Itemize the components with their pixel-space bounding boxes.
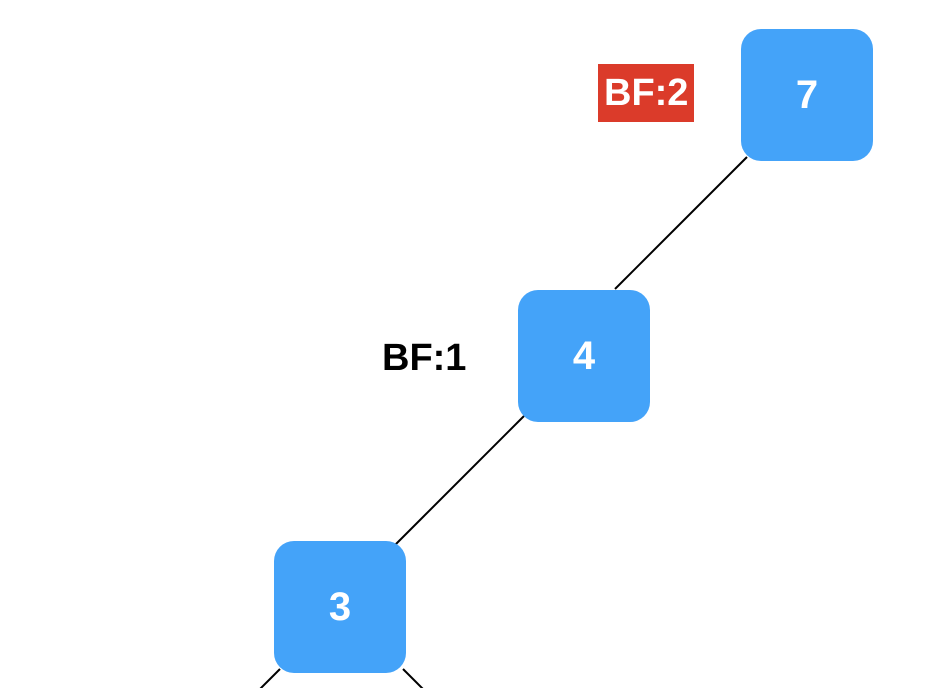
edge-3-left-child — [259, 668, 281, 688]
tree-node-4[interactable]: 4 — [518, 290, 650, 422]
edge-7-4 — [614, 156, 748, 290]
tree-node-3[interactable]: 3 — [274, 541, 406, 673]
edge-3-right-child — [402, 668, 424, 688]
balance-factor-label-7: BF:2 — [598, 64, 695, 122]
tree-node-7[interactable]: 7 — [741, 29, 873, 161]
balance-factor-label-4: BF:1 — [382, 337, 467, 379]
edge-4-3 — [391, 415, 525, 549]
